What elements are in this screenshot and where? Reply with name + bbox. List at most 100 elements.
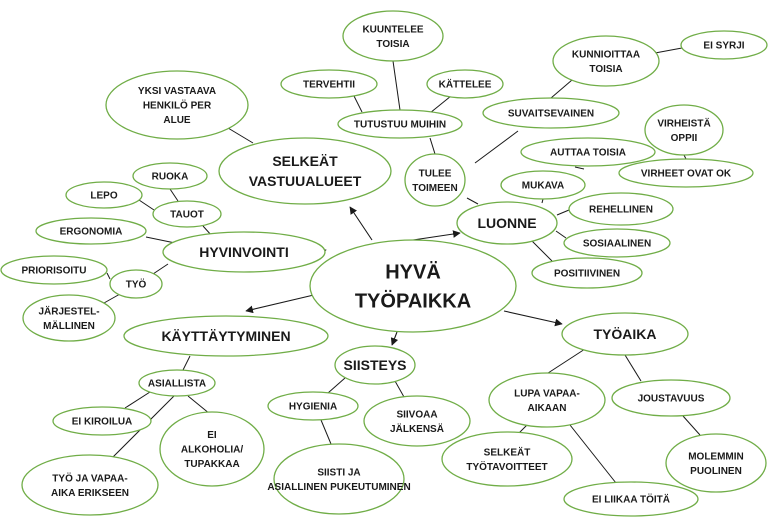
node-kattelee: KÄTTELEE [426,69,504,99]
node-hygienia: HYGIENIA [267,391,359,421]
node-ei-kiroilua-label: EI KIROILUA [72,417,133,428]
link-selkeat-yksi [227,127,254,144]
node-rehellinen-label: REHELLINEN [589,205,653,216]
node-hyvinvointi: HYVINVOINTI [162,231,326,273]
node-ergonomia-label: ERGONOMIA [60,227,123,238]
node-joustavuus-label: JOUSTAVUUS [638,394,705,405]
link-lupa-liikaa [569,424,617,484]
arrow-center-to-selkeat [349,206,373,241]
arrow-center-to-luonne [412,230,461,241]
link-tulee-suvait [474,130,519,164]
node-ei-syrji-label: EI SYRJI [703,41,744,52]
link-kayt-asiallista [182,355,191,371]
connector-lines [103,47,701,484]
node-ruoka: RUOKA [132,162,208,190]
link-virheista-virheet [683,154,687,160]
node-tervehtii: TERVEHTII [280,69,378,99]
node-suvaitsevainen: SUVAITSEVAINEN [482,97,620,129]
node-priorisoitu: PRIORISOITU [0,255,108,285]
node-tyo-label: TYÖ [126,278,147,291]
node-positiivinen: POSITIIVINEN [531,257,643,289]
node-ei-liikaa-toita: EI LIIKAA TÖITÄ [563,481,699,517]
node-rehellinen: REHELLINEN [568,192,674,226]
link-tyoaika-jousta [624,354,642,382]
node-siisteys-label: SIISTEYS [343,357,406,373]
link-suvait-kunnioittaa [550,79,573,99]
link-luonne-mukava [541,198,544,204]
node-luonne: LUONNE [456,201,558,245]
node-tervehtii-label: TERVEHTII [303,80,355,91]
node-lepo-label: LEPO [90,191,117,202]
link-lepo-tauot [138,199,155,211]
link-siisteys-siivoaa [394,380,405,398]
node-ei-syrji: EI SYRJI [680,30,768,60]
node-sosiaalinen: SOSIAALINEN [563,228,671,258]
node-auttaa-label: AUTTAA TOISIA [550,148,626,159]
node-ruoka-label: RUOKA [152,172,189,183]
node-tyoaika-label: TYÖAIKA [594,326,657,342]
link-tutustuu-tervehtii [353,95,363,113]
node-tutustuu: TUTUSTUU MUIHIN [337,109,463,139]
node-kayttaytyminen-label: KÄYTTÄYTYMINEN [161,328,290,344]
node-tauot: TAUOT [152,200,222,228]
node-virheet-ok: VIRHEET OVAT OK [618,158,754,188]
node-sosiaalinen-label: SOSIAALINEN [583,239,651,250]
node-tyo-ja-vapaa-aika-label: TYÖ JA VAPAA-AIKA ERIKSEEN [51,471,129,499]
link-tutustuu-kuuntelee [392,60,401,111]
node-mukava: MUKAVA [500,170,586,200]
node-tutustuu-label: TUTUSTUU MUIHIN [354,120,446,131]
node-virheet-ok-label: VIRHEET OVAT OK [641,169,732,180]
link-siisteys-hygienia [327,377,346,394]
link-luonne-positiivinen [531,240,553,262]
node-mukava-label: MUKAVA [522,181,564,192]
link-kunnioittaa-eisyrji [654,47,683,54]
node-asiallista: ASIALLISTA [138,369,216,397]
arrow-center-to-tyoaika [503,310,563,327]
node-tyo: TYÖ [109,269,163,299]
link-jarj-tyo [103,293,121,304]
node-kattelee-label: KÄTTELEE [439,78,492,91]
link-hygienia-pukeutuminen [320,419,332,445]
node-auttaa: AUTTAA TOISIA [520,137,656,167]
node-priorisoitu-label: PRIORISOITU [21,266,86,277]
node-kayttaytyminen: KÄYTTÄYTYMINEN [123,315,329,357]
link-lupa-selk2 [518,424,528,434]
link-asiallista-alko [187,395,211,415]
link-luonne-rehellinen [556,209,570,216]
link-ruoka-tauot [169,188,179,202]
node-tauot-label: TAUOT [170,210,204,221]
node-ei-liikaa-toita-label: EI LIIKAA TÖITÄ [592,493,670,506]
link-priorisoitu-tyo [106,272,111,280]
node-lupa-vapaa-aikaan: LUPA VAPAA-AIKAAN [488,372,606,428]
node-hyvinvointi-label: HYVINVOINTI [199,244,288,260]
node-lupa-vapaa-aikaan-label: LUPA VAPAA-AIKAAN [514,388,580,414]
node-lepo: LEPO [65,181,143,209]
node-hygienia-label: HYGIENIA [289,402,337,413]
node-asiallista-label: ASIALLISTA [148,379,206,390]
link-tulee-luonne [466,197,479,205]
link-tutustuu-tulee [429,137,436,155]
link-luonne-sosiaalinen [555,230,567,239]
